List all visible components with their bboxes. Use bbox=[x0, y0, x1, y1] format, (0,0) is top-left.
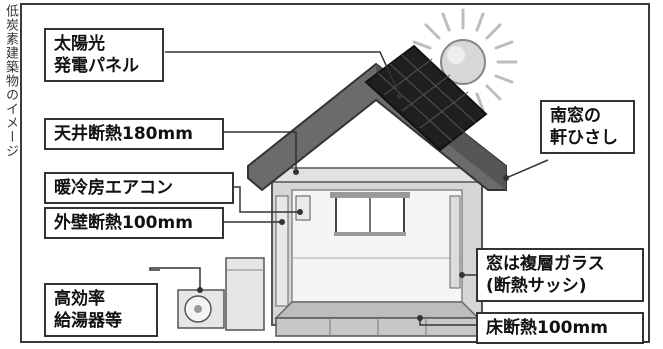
label-south-eaves: 南窓の 軒ひさし bbox=[540, 100, 635, 154]
label-wall-insulation: 外壁断熱100mm bbox=[44, 207, 224, 239]
window-icon bbox=[330, 192, 410, 236]
label-south-eaves-line1: 南窓の bbox=[550, 106, 601, 126]
label-solar-panel: 太陽光 発電パネル bbox=[44, 28, 164, 82]
ac-outdoor-unit-icon bbox=[177, 257, 265, 331]
label-water-heater-line2: 給湯器等 bbox=[54, 311, 122, 331]
label-double-glass: 窓は複層ガラス (断熱サッシ) bbox=[476, 248, 644, 302]
label-floor-insulation: 床断熱100mm bbox=[476, 312, 644, 344]
label-double-glass-line1: 窓は複層ガラス bbox=[486, 254, 605, 274]
label-south-eaves-line2: 軒ひさし bbox=[550, 128, 618, 148]
ceiling bbox=[271, 167, 485, 183]
label-solar-panel-line2: 発電パネル bbox=[54, 56, 139, 76]
solar-panel-icon bbox=[364, 44, 488, 152]
floor bbox=[275, 317, 479, 337]
side-caption: 低炭素建築物のイメージ bbox=[3, 4, 18, 158]
label-solar-panel-line1: 太陽光 bbox=[54, 34, 105, 54]
label-water-heater: 高効率 給湯器等 bbox=[44, 283, 158, 337]
label-double-glass-line2: (断熱サッシ) bbox=[486, 276, 587, 296]
label-water-heater-line1: 高効率 bbox=[54, 289, 105, 309]
label-ceiling-insulation: 天井断熱180mm bbox=[44, 118, 224, 150]
label-air-conditioner: 暖冷房エアコン bbox=[44, 172, 234, 204]
